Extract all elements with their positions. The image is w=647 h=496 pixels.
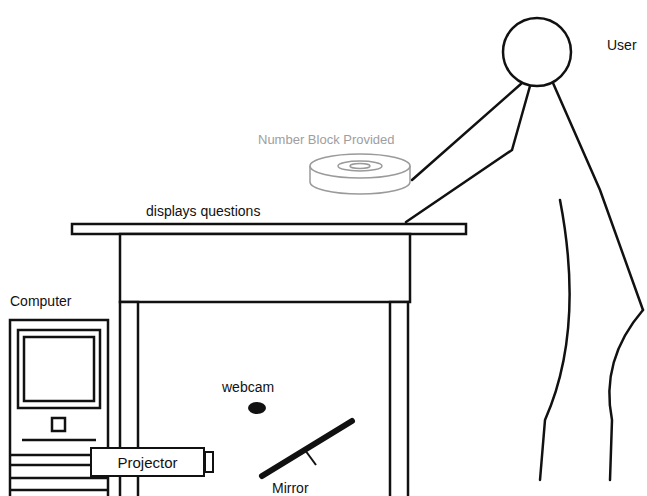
table	[72, 224, 466, 496]
mirror-symbol	[262, 421, 352, 476]
projector-box: Projector	[90, 447, 205, 477]
user-head	[503, 18, 571, 86]
projector-lens	[205, 452, 213, 472]
node-label: Projector	[117, 454, 177, 471]
user-arm	[406, 86, 530, 222]
user-leg	[609, 310, 643, 480]
webcam-symbol	[248, 402, 266, 414]
user-leg	[540, 200, 570, 480]
user-torso	[553, 83, 643, 310]
part-label: displays questions	[146, 204, 260, 218]
part-label: webcam	[222, 380, 274, 394]
part-label: Computer	[10, 294, 71, 308]
number-block	[310, 154, 410, 194]
part-label: Number Block Provided	[258, 133, 395, 146]
part-label: Mirror	[272, 481, 309, 495]
part-label: User	[607, 38, 637, 52]
mirror-stand	[305, 450, 316, 465]
user-arm	[412, 83, 522, 180]
